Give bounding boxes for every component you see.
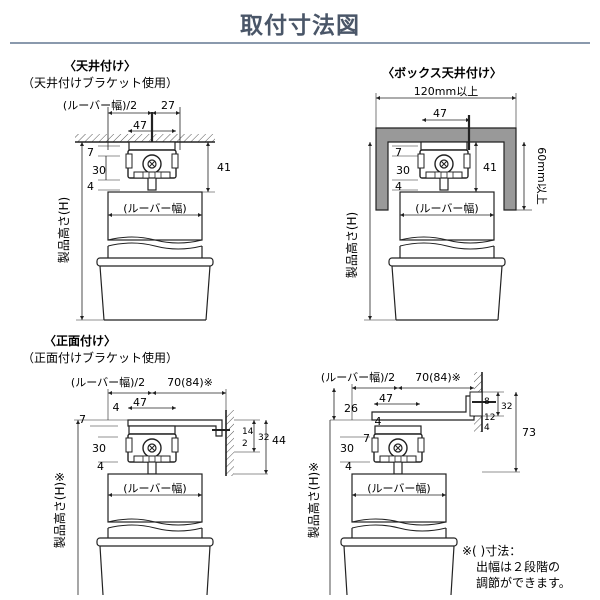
dim-60: 60mm以上 xyxy=(535,147,548,204)
bottom-rail xyxy=(388,257,506,267)
louver-head xyxy=(107,191,203,241)
dim-27: 27 xyxy=(161,99,175,112)
dim-4: 4 xyxy=(87,180,94,193)
dim-32: 32 xyxy=(501,402,512,412)
dim-7: 7 xyxy=(79,413,86,426)
product-height-label: 製品高さ(H) xyxy=(344,212,359,278)
dim-44: 44 xyxy=(272,434,286,447)
louver-head xyxy=(399,191,495,241)
bracket-mechanism xyxy=(417,141,471,191)
dim-half-width: (ルーバー幅)/2 xyxy=(63,99,137,112)
note-line-1: ※( )寸法： xyxy=(462,544,521,558)
louver-slats xyxy=(99,545,211,596)
ceiling-surface xyxy=(75,134,215,142)
wall xyxy=(226,410,234,476)
bottom-rail xyxy=(96,537,214,547)
dim-7: 7 xyxy=(363,432,370,445)
louver-slats xyxy=(99,265,211,321)
ceiling-subheading: （天井付けブラケット使用） xyxy=(22,75,178,90)
dim-4a: 4 xyxy=(375,415,382,428)
dim-14: 14 xyxy=(242,427,254,437)
dim-73: 73 xyxy=(522,426,536,439)
box-heading: 〈ボックス天井付け〉 xyxy=(382,65,502,80)
dim-half-width: (ルーバー幅)/2 xyxy=(321,371,395,384)
dim-30: 30 xyxy=(396,164,410,177)
product-height-label: 製品高さ(H)※ xyxy=(52,472,67,548)
dim-4b: 4 xyxy=(345,460,352,473)
front-heading: 〈正面付け〉 xyxy=(44,333,116,348)
bracket-mechanism xyxy=(371,425,425,475)
dim-41: 41 xyxy=(217,161,231,174)
louver-slats xyxy=(343,545,455,596)
dim-41: 41 xyxy=(483,161,497,174)
dim-7: 7 xyxy=(87,146,94,159)
dim-4: 4 xyxy=(395,180,402,193)
ceiling-heading: 〈天井付け〉 xyxy=(64,58,136,73)
bottom-rail xyxy=(340,537,458,547)
dim-47: 47 xyxy=(379,392,393,405)
louver-width-label: (ルーバー幅) xyxy=(123,482,186,495)
dim-4c: 4 xyxy=(484,423,490,433)
dim-47: 47 xyxy=(133,119,147,132)
louver-width-label: (ルーバー幅) xyxy=(123,202,186,215)
title-rule xyxy=(10,42,590,44)
dim-2: 2 xyxy=(242,439,248,449)
dim-8: 8 xyxy=(484,397,490,407)
louver-slats xyxy=(391,265,503,321)
dim-30: 30 xyxy=(92,164,106,177)
dim-26: 26 xyxy=(344,402,358,415)
dim-70: 70(84)※ xyxy=(415,371,461,384)
product-height-label: 製品高さ(H) xyxy=(56,197,71,263)
bracket-mechanism xyxy=(125,425,179,475)
dim-30: 30 xyxy=(340,442,354,455)
note-line-2: 出幅は２段階の xyxy=(476,559,560,574)
front-bracket xyxy=(127,419,223,437)
page-title: 取付寸法図 xyxy=(240,13,360,39)
dim-4b: 4 xyxy=(97,460,104,473)
ceiling-mount-diagram: 〈天井付け〉 （天井付けブラケット使用） (ルーバー幅)/2 27 47 7 3… xyxy=(22,58,231,321)
dim-32: 32 xyxy=(258,433,269,443)
front-mount-variant-diagram: (ルーバー幅)/2 70(84)※ 47 4 26 7 30 4 8 12 4 … xyxy=(306,371,571,596)
note-line-3: 調節ができます。 xyxy=(476,575,571,590)
dim-12: 12 xyxy=(484,413,495,423)
dim-70: 70(84)※ xyxy=(167,376,213,389)
wall-plate xyxy=(469,391,483,417)
box-ceiling-mount-diagram: 〈ボックス天井付け〉 120mm以上 47 7 30 4 41 60mm以上 (… xyxy=(344,65,548,321)
dim-4a: 4 xyxy=(113,401,120,414)
bottom-rail xyxy=(96,257,214,267)
product-height-label: 製品高さ(H)※ xyxy=(306,462,321,538)
dim-47: 47 xyxy=(133,396,147,409)
front-mount-diagram: 〈正面付け〉 （正面付けブラケット使用） (ルーバー幅)/2 70(84)※ 4… xyxy=(22,333,286,596)
ceiling-box xyxy=(375,127,517,211)
dim-30: 30 xyxy=(92,442,106,455)
dim-half-width: (ルーバー幅)/2 xyxy=(71,376,145,389)
bracket-mechanism xyxy=(125,141,179,191)
louver-width-label: (ルーバー幅) xyxy=(415,202,478,215)
louver-width-label: (ルーバー幅) xyxy=(367,482,430,495)
dim-47: 47 xyxy=(433,107,447,120)
dim-7: 7 xyxy=(395,146,402,159)
front-subheading: （正面付けブラケット使用） xyxy=(22,350,178,365)
dim-120: 120mm以上 xyxy=(414,85,478,98)
